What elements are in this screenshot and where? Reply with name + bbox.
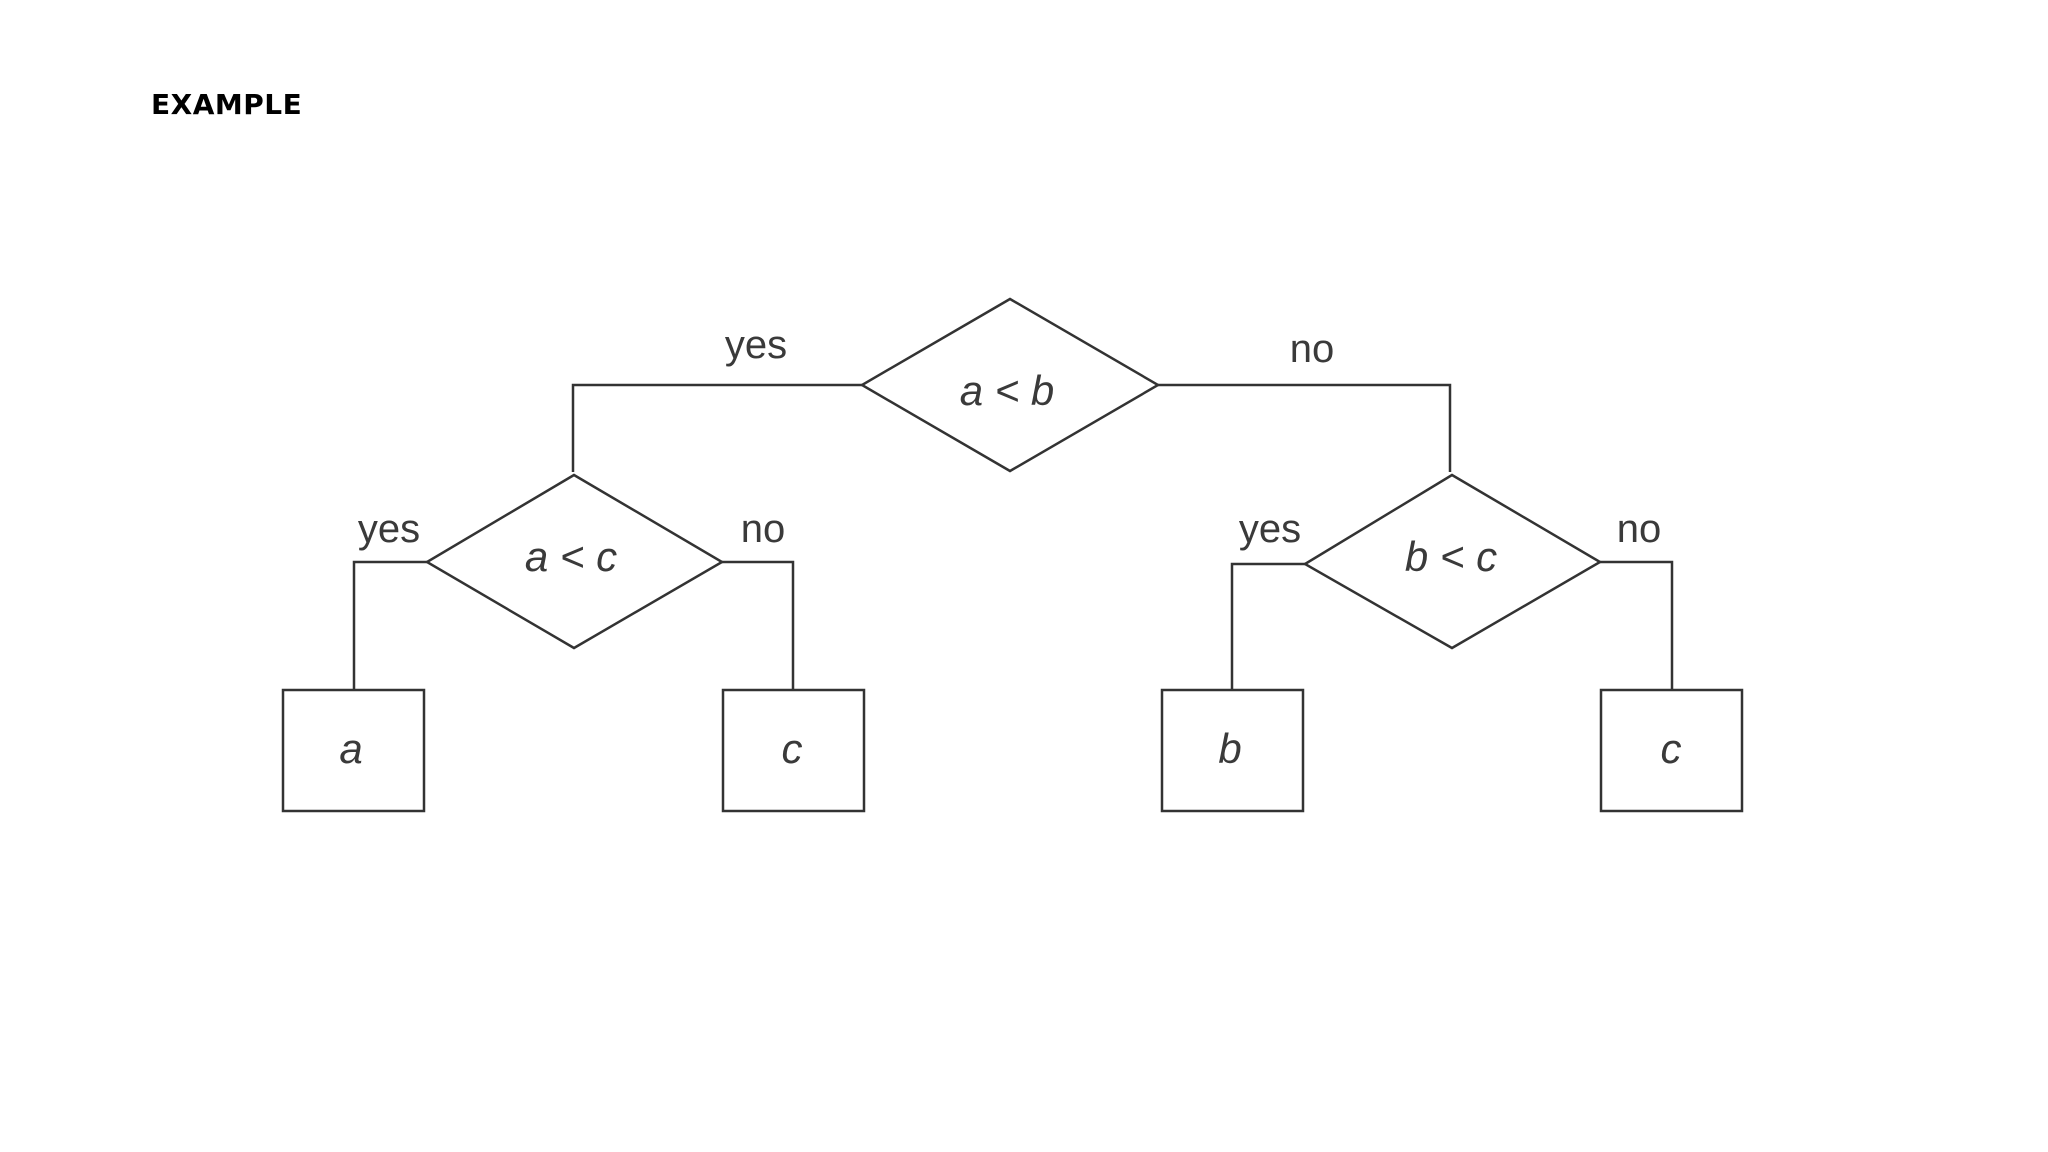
edge-left-no (722, 560, 795, 690)
edge-root-no (1158, 383, 1452, 472)
right-yes-label: yes (1239, 507, 1301, 551)
edge-left-yes (352, 560, 427, 690)
left-decision-node: a < c (424, 473, 725, 650)
root-decision-node: a < b (859, 297, 1161, 473)
leaf-label: b (1218, 725, 1241, 772)
leaf-node-c-right: c (1599, 688, 1744, 813)
page-heading: EXAMPLE (151, 88, 303, 121)
edge-right-yes (1230, 562, 1305, 690)
leaf-node-a: a (281, 688, 426, 813)
root-yes-label: yes (725, 323, 787, 367)
leaf-label: a (339, 725, 362, 772)
edge-root-yes (571, 383, 862, 472)
right-decision-node: b < c (1302, 473, 1603, 650)
leaf-node-b: b (1160, 688, 1305, 813)
left-yes-label: yes (358, 507, 420, 551)
root-no-label: no (1290, 327, 1335, 371)
leaf-label: c (782, 725, 803, 772)
root-condition: a < b (960, 367, 1055, 414)
left-no-label: no (741, 507, 786, 551)
left-condition: a < c (525, 533, 617, 580)
right-condition: b < c (1405, 533, 1497, 580)
edge-right-no (1600, 560, 1674, 690)
leaf-label: c (1661, 725, 1682, 772)
leaf-node-c-left: c (721, 688, 866, 813)
right-no-label: no (1617, 507, 1662, 551)
